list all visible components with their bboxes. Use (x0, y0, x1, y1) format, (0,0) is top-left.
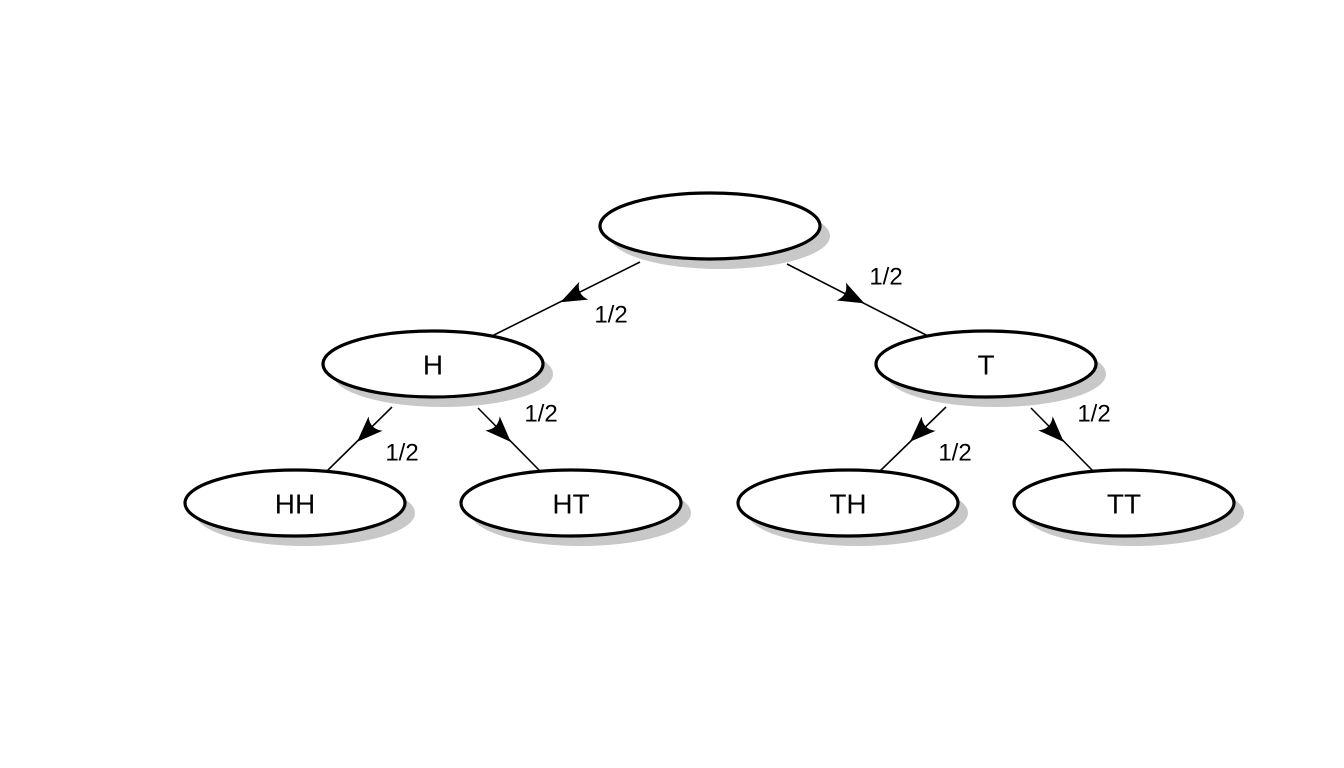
node-ellipse (598, 191, 822, 261)
node-TT: TT (1012, 468, 1244, 546)
node-ellipse (874, 329, 1098, 399)
edge-T-TH: 1/2 (879, 406, 972, 472)
node-HH: HH (183, 468, 415, 546)
node-root (598, 191, 830, 269)
edge-probability-label: 1/2 (594, 302, 627, 329)
node-TH: TH (736, 468, 968, 546)
edge-H-HT: 1/2 (477, 401, 558, 472)
node-label: HH (275, 489, 315, 520)
edge-probability-label: 1/2 (938, 440, 971, 467)
edge-root-H: 1/2 (491, 261, 641, 337)
node-label: TH (829, 489, 866, 520)
edge-probability-label: 1/2 (1077, 401, 1110, 428)
node-label: H (423, 350, 443, 381)
node-ellipse (736, 468, 960, 538)
node-ellipse (459, 468, 683, 538)
arrowhead-icon (560, 281, 589, 303)
node-label: T (977, 350, 994, 381)
node-label: TT (1107, 489, 1141, 520)
node-H: H (321, 329, 553, 407)
arrowhead-icon (485, 416, 511, 442)
node-T: T (874, 329, 1106, 407)
edges-layer: 1/2 1/2 1/2 1/2 1/2 1/2 (326, 261, 1111, 472)
edge-root-T: 1/2 (786, 263, 929, 337)
edge-T-TT: 1/2 (1030, 401, 1111, 472)
arrowhead-icon (1038, 416, 1064, 442)
node-ellipse (321, 329, 545, 399)
edge-H-HH: 1/2 (326, 406, 419, 472)
node-label: HT (552, 489, 589, 520)
arrowhead-icon (357, 416, 383, 442)
arrowhead-icon (836, 282, 865, 304)
node-ellipse (1012, 468, 1236, 538)
node-HT: HT (459, 468, 691, 546)
edge-probability-label: 1/2 (524, 401, 557, 428)
node-ellipse (183, 468, 407, 538)
edge-probability-label: 1/2 (385, 440, 418, 467)
edge-probability-label: 1/2 (869, 264, 902, 291)
arrowhead-icon (909, 416, 936, 442)
